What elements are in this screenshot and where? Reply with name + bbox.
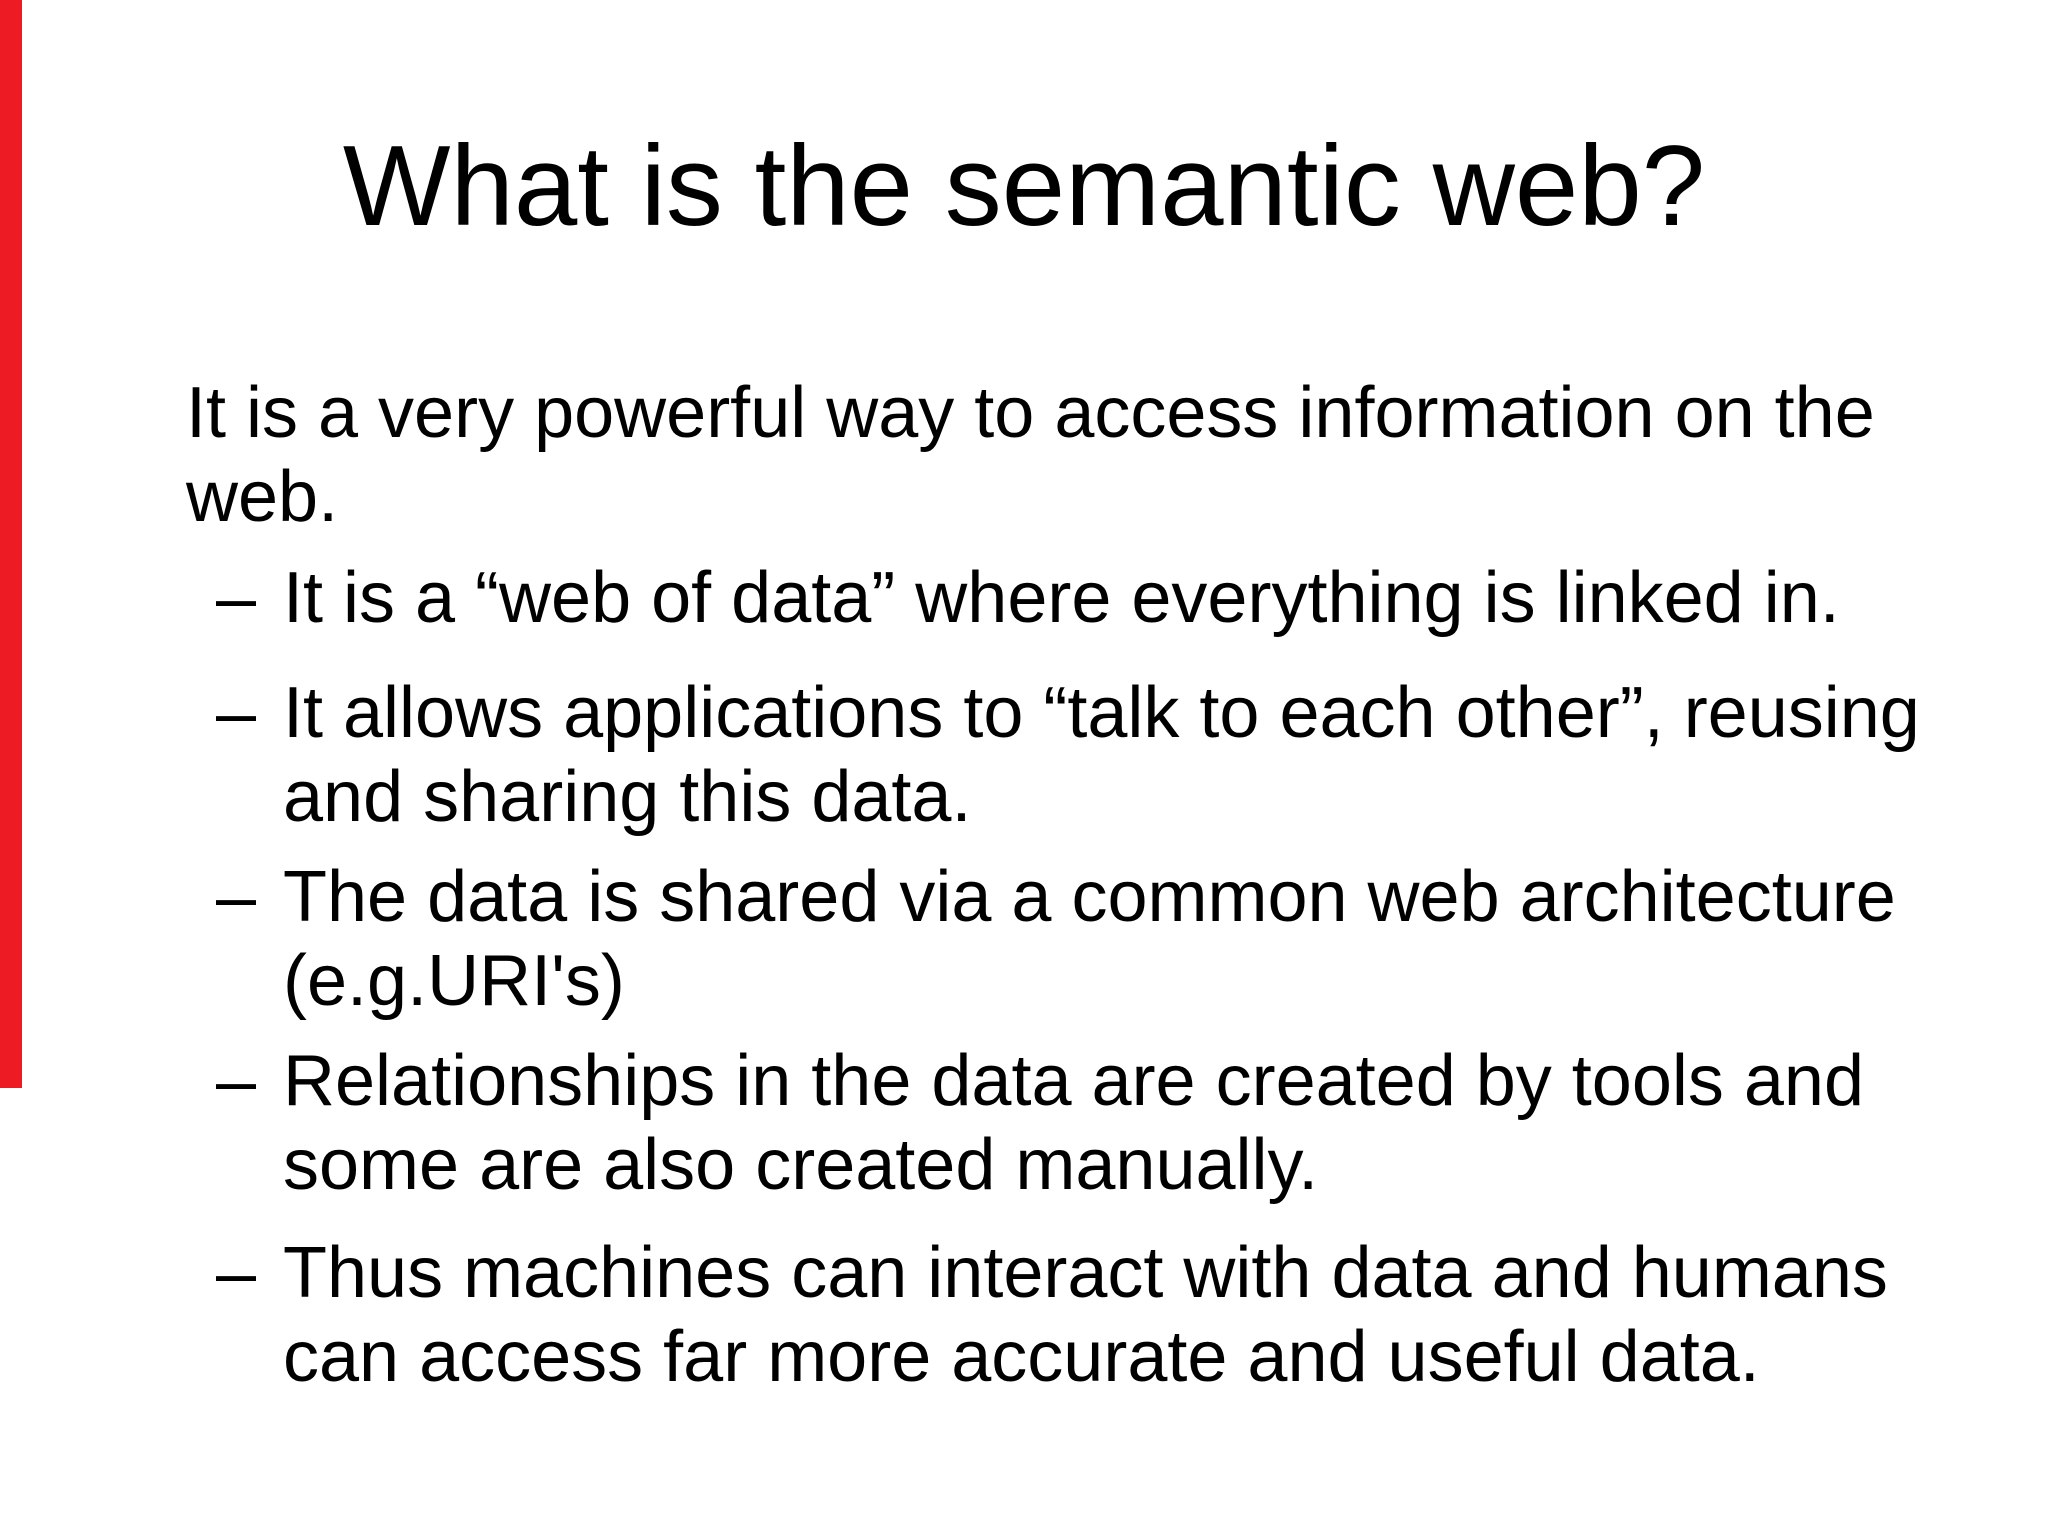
bullet-dash-icon: – [216,558,257,638]
bullet-dash-icon: – [216,673,257,753]
bullet-dash-icon: – [216,1233,257,1313]
intro-line-1: It is a very powerful way to access info… [186,373,1875,453]
bullet-item-1: – It is a “web of data” where everything… [216,556,1840,640]
bullet-dash-icon: – [216,1041,257,1121]
bullet-line: The data is shared via a common web arch… [283,857,1896,937]
bullet-line: It is a “web of data” where everything i… [283,558,1840,638]
bullet-item-2: – It allows applications to “talk to eac… [216,671,1920,839]
left-accent-bar [0,0,22,1088]
bullet-item-4: – Relationships in the data are created … [216,1039,1864,1207]
bullet-text: The data is shared via a common web arch… [283,855,1896,1023]
slide-title: What is the semantic web? [342,123,1706,250]
bullet-line: can access far more accurate and useful … [283,1317,1760,1397]
bullet-text: Thus machines can interact with data and… [283,1231,1888,1399]
bullet-text: It is a “web of data” where everything i… [283,556,1840,640]
bullet-item-5: – Thus machines can interact with data a… [216,1231,1888,1399]
bullet-line: Relationships in the data are created by… [283,1041,1865,1121]
intro-line-2: web. [186,457,339,537]
bullet-line: and sharing this data. [283,757,972,837]
bullet-text: Relationships in the data are created by… [283,1039,1864,1207]
intro-paragraph: It is a very powerful way to access info… [186,371,1875,539]
bullet-text: It allows applications to “talk to each … [283,671,1920,839]
bullet-line: (e.g.URI's) [283,941,625,1021]
bullet-line: It allows applications to “talk to each … [283,673,1920,753]
bullet-dash-icon: – [216,857,257,937]
bullet-item-3: – The data is shared via a common web ar… [216,855,1896,1023]
bullet-line: some are also created manually. [283,1125,1319,1205]
bullet-line: Thus machines can interact with data and… [283,1233,1888,1313]
